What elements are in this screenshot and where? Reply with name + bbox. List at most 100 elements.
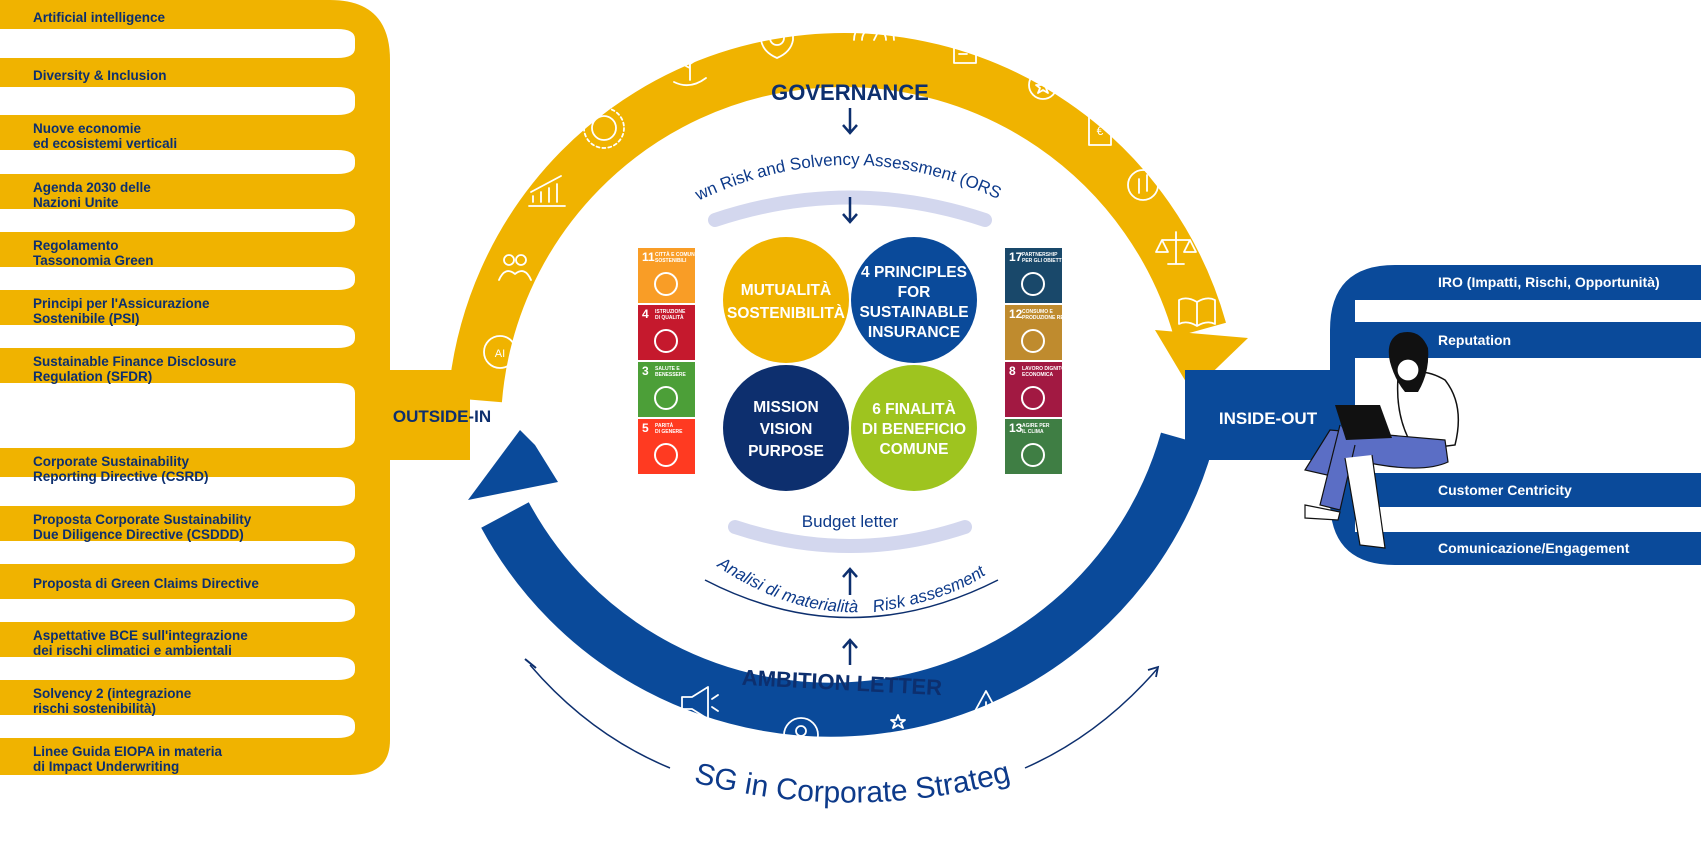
- circle-principles-line2: FOR: [898, 284, 931, 301]
- left-item-line1: Solvency 2 (integrazione: [33, 686, 192, 701]
- sdg-title-line1: SALUTE E: [655, 366, 680, 372]
- left-item-line1: Diversity & Inclusion: [33, 68, 167, 83]
- person-leg-front: [1319, 424, 1356, 511]
- sdg-number: 4: [642, 307, 649, 321]
- shield-globe-icon: [760, 19, 794, 59]
- touch-star-icon: [890, 714, 907, 755]
- sdg-title-line2: IL CLIMA: [1022, 429, 1044, 435]
- sdg-title-line2: PER GLI OBIETTIVI: [1022, 258, 1068, 264]
- outside-in-label: OUTSIDE-IN: [393, 407, 491, 426]
- circle-mutualita: [723, 237, 849, 363]
- sdg-number: 11: [642, 250, 655, 264]
- left-item-line2: Reporting Directive (CSRD): [33, 469, 209, 484]
- yellow-arc: [448, 33, 1226, 403]
- blue-arc-arrowhead: [468, 430, 558, 500]
- team-star-icon: [1028, 70, 1058, 100]
- blue-arc-icons: [681, 686, 1004, 755]
- right-item-iro: IRO (Impatti, Rischi, Opportunità): [1438, 274, 1660, 290]
- sdg-goal-icon: [1021, 443, 1045, 467]
- sdg-tile-bg: [1005, 248, 1062, 303]
- scale-justice-icon: [1155, 231, 1197, 265]
- left-separator: [0, 29, 355, 58]
- circle-finalita-line2: DI BENEFICIO: [862, 421, 966, 438]
- sdg-goal-icon: [654, 329, 678, 353]
- sdg-goal-icon: [1021, 329, 1045, 353]
- people-hands-icon: [498, 254, 532, 281]
- left-item-line1: Principi per l'Assicurazione: [33, 296, 210, 311]
- right-item-customer-centricity: Customer Centricity: [1438, 482, 1572, 498]
- yellow-arc-icons: AI €: [483, 19, 1216, 369]
- circle-mission-line3: PURPOSE: [748, 443, 824, 460]
- circle-finalita-line3: COMUNE: [880, 441, 949, 458]
- left-item-line1: Corporate Sustainability: [33, 454, 190, 469]
- left-separator: [0, 87, 355, 115]
- sdg-tile-bg: [638, 305, 695, 360]
- left-item-line1: Proposta Corporate Sustainability: [33, 512, 252, 527]
- up-arrow-icon: [842, 638, 858, 665]
- inside-out-label: INSIDE-OUT: [1219, 409, 1318, 428]
- left-separator: [0, 150, 355, 174]
- circle-mutualita-line1: MUTUALITÀ: [741, 282, 831, 299]
- sun-gear-icon: [583, 107, 625, 149]
- left-item-line2: dei rischi climatici e ambientali: [33, 643, 232, 658]
- svg-text:€: €: [1097, 124, 1104, 138]
- sdg-goal-icon: [654, 443, 678, 467]
- sdg-title-line2: ECONOMICA: [1022, 372, 1054, 378]
- esg-right-arc: [1024, 667, 1159, 769]
- sdg-number: 17: [1009, 250, 1023, 264]
- left-item-line2: ed ecosistemi verticali: [33, 136, 177, 151]
- left-item: Diversity & Inclusion: [33, 68, 167, 83]
- left-separator: [0, 599, 355, 622]
- risk-label: Risk assesment: [871, 561, 990, 616]
- sdg-goal-icon: [1021, 272, 1045, 296]
- sdg-title-line2: DI GENERE: [655, 429, 683, 435]
- left-item-line2: Regulation (SFDR): [33, 369, 152, 384]
- thermometer-globe-icon: [1127, 169, 1159, 201]
- left-item-line2: rischi sostenibilità): [33, 701, 156, 716]
- left-separator: [0, 325, 355, 348]
- circle-principles-line4: INSURANCE: [868, 324, 960, 341]
- circle-mission: [723, 365, 849, 491]
- left-item-line2: Due Diligence Directive (CSDDD): [33, 527, 244, 542]
- outside-in-connector: [355, 370, 470, 460]
- sdg-tile-bg: [638, 248, 695, 303]
- left-separator: [0, 715, 355, 738]
- left-separator: [0, 383, 355, 448]
- person-laptop-illustration: [1304, 332, 1460, 549]
- left-separator: [0, 267, 355, 290]
- person-face: [1396, 358, 1420, 382]
- circle-finalita-line1: 6 FINALITÀ: [872, 401, 956, 418]
- sdg-goal-icon: [654, 386, 678, 410]
- sdg-goal-icon: [654, 272, 678, 296]
- sdg-title-line1: CONSUMO E: [1022, 309, 1054, 315]
- yellow-arc-arrowhead: [1155, 330, 1248, 392]
- circle-principles-line3: SUSTAINABLE: [859, 304, 968, 321]
- sdg-number: 13: [1009, 421, 1023, 435]
- sdg-title-line2: SOSTENIBILI: [655, 258, 687, 264]
- left-item-line1: Proposta di Green Claims Directive: [33, 576, 259, 591]
- left-item-line2: Tassonomia Green: [33, 253, 154, 268]
- left-item-line1: Artificial intelligence: [33, 10, 166, 25]
- up-arrow-icon: [842, 567, 858, 595]
- sdg-tile-bg: [1005, 419, 1062, 474]
- left-item-line1: Linee Guida EIOPA in materia: [33, 744, 223, 759]
- left-separator: [0, 477, 355, 506]
- left-item-line1: Aspettative BCE sull'integrazione: [33, 628, 248, 643]
- left-separator: [0, 541, 355, 564]
- sdg-tile-bg: [638, 419, 695, 474]
- materiality-label: Analisi di materialità: [714, 553, 859, 616]
- sdg-title-line1: PARITÀ: [655, 422, 674, 429]
- circle-mission-line2: VISION: [760, 421, 813, 438]
